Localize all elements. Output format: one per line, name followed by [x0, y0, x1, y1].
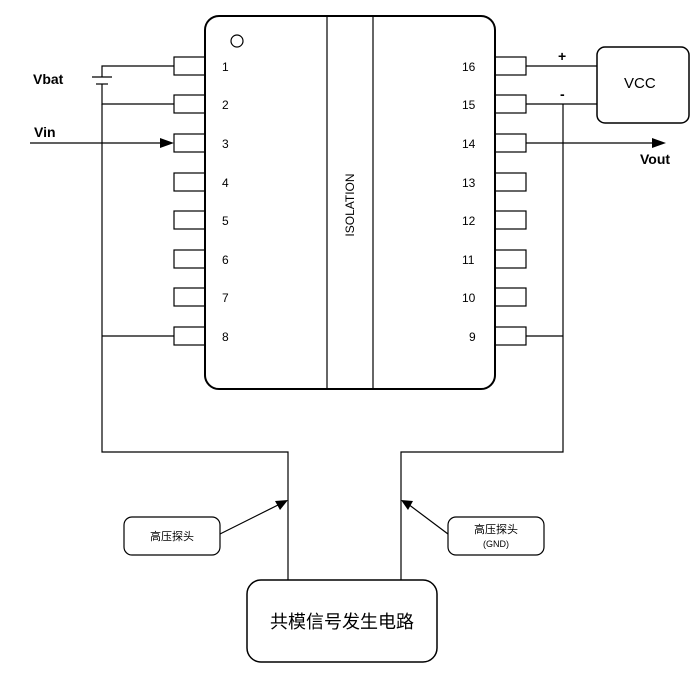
pin-number-11: 11	[462, 253, 475, 267]
probe-right-label-line1: 高压探头	[474, 524, 518, 536]
probe-right-label-line2: (GND)	[483, 539, 509, 549]
vin-arrowhead	[160, 138, 174, 148]
left-probe-wire	[101, 104, 289, 580]
pin-box-12	[494, 210, 527, 230]
probe-left-box	[123, 516, 221, 556]
pin1-marker	[230, 34, 244, 48]
minus-label: -	[560, 86, 565, 102]
pin-number-15: 15	[462, 98, 476, 112]
pin-number-12: 12	[462, 214, 476, 228]
pin-number-2: 2	[222, 98, 229, 112]
pin-box-10	[494, 287, 527, 307]
pin-number-9: 9	[469, 330, 476, 344]
pin-box-9	[494, 326, 527, 346]
vcc-box	[596, 46, 690, 124]
pin-number-16: 16	[462, 60, 476, 74]
probe-left-arrow-line	[219, 503, 281, 535]
pin-number-13: 13	[462, 176, 476, 190]
pin-number-3: 3	[222, 137, 229, 151]
probe-right-arrow-line	[407, 503, 449, 535]
pin-box-14	[494, 133, 527, 153]
vcc-label: VCC	[624, 75, 656, 92]
pin-number-6: 6	[222, 253, 229, 267]
plus-label: +	[558, 48, 567, 64]
vin-label: Vin	[34, 124, 56, 140]
pin-box-4	[173, 172, 206, 192]
pin-number-5: 5	[222, 214, 229, 228]
probe-right-arrowhead	[401, 500, 413, 510]
right-probe-wire	[400, 104, 564, 580]
pin-box-13	[494, 172, 527, 192]
pin-box-5	[173, 210, 206, 230]
pin-box-15	[494, 94, 527, 114]
vbat-label: Vbat	[33, 71, 64, 87]
pin-box-6	[173, 249, 206, 269]
pin-box-11	[494, 249, 527, 269]
pin-number-1: 1	[222, 60, 229, 74]
pin-number-7: 7	[222, 291, 229, 305]
vbat-wire-bottom	[101, 84, 174, 105]
pin-box-16	[494, 56, 527, 76]
pin-number-8: 8	[222, 330, 229, 344]
pin-box-1	[173, 56, 206, 76]
pin-box-3	[173, 133, 206, 153]
probe-right-box	[447, 516, 545, 556]
vout-arrowhead	[652, 138, 666, 148]
pin-number-10: 10	[462, 291, 476, 305]
pin-box-8	[173, 326, 206, 346]
probe-left-arrowhead	[275, 500, 288, 510]
pin-box-7	[173, 287, 206, 307]
pin-box-2	[173, 94, 206, 114]
pin-number-14: 14	[462, 137, 476, 151]
isolation-label: ISOLATION	[343, 173, 357, 237]
generator-label: 共模信号发生电路	[270, 612, 414, 632]
generator-box	[246, 579, 438, 663]
vout-label: Vout	[640, 151, 671, 167]
vbat-wire-top	[101, 65, 174, 77]
probe-left-label: 高压探头	[150, 531, 194, 543]
ic-body	[204, 15, 496, 390]
pin-number-4: 4	[222, 176, 229, 190]
